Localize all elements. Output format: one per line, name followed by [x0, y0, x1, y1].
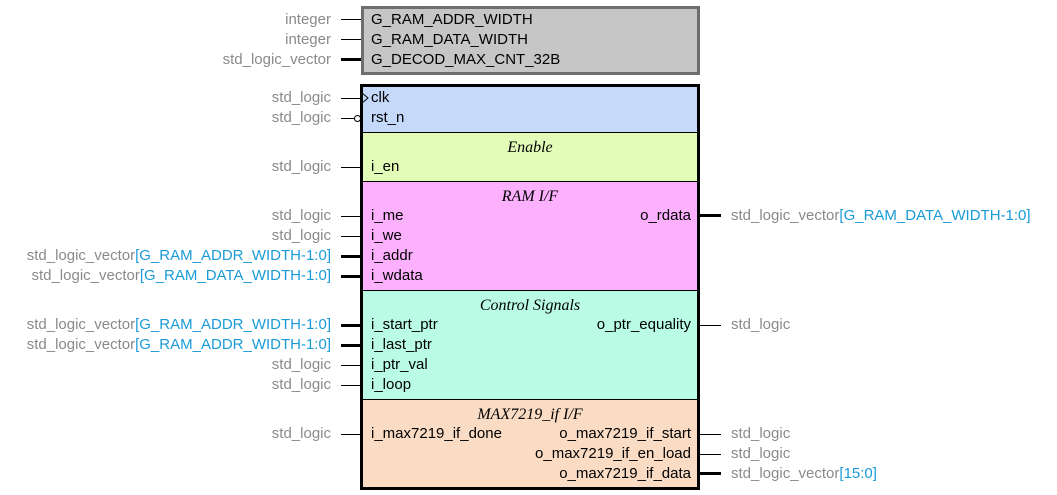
entity-frame — [360, 84, 700, 490]
max-done-port: i_max7219_if_done — [371, 425, 502, 442]
max-group-title: MAX7219_if I/F — [477, 406, 583, 423]
generic-line-0 — [341, 19, 361, 20]
ptr-val-type: std_logic — [271, 356, 331, 373]
addr-port: i_addr — [371, 247, 413, 264]
clk-port: clk — [371, 89, 390, 106]
ptr-val-port: i_ptr_val — [371, 356, 428, 373]
en-line — [341, 167, 361, 168]
last-ptr-type: std_logic_vector[G_RAM_ADDR_WIDTH-1:0] — [26, 336, 331, 353]
ram-section — [362, 181, 698, 291]
rdata-line — [700, 214, 721, 217]
active-low-bubble-icon — [354, 115, 361, 122]
we-type: std_logic — [271, 227, 331, 244]
generic-name-1: G_RAM_DATA_WIDTH — [371, 31, 528, 48]
max-start-port: o_max7219_if_start — [559, 425, 691, 442]
me-port: i_me — [371, 207, 404, 224]
max-data-type: std_logic_vector[15:0] — [731, 465, 877, 482]
max-section — [362, 399, 698, 487]
max-data-line — [700, 472, 721, 475]
control-section — [362, 290, 698, 400]
en-port: i_en — [371, 158, 400, 175]
last-ptr-line — [341, 344, 361, 347]
addr-line — [341, 255, 361, 258]
max-done-line — [341, 434, 361, 435]
rst-line — [341, 118, 355, 119]
rdata-type: std_logic_vector[G_RAM_DATA_WIDTH-1:0] — [731, 207, 1031, 224]
ptr-equality-type: std_logic — [731, 316, 791, 333]
max-start-type: std_logic — [731, 425, 791, 442]
max-en-load-type: std_logic — [731, 445, 791, 462]
ram-group-title: RAM I/F — [501, 188, 559, 205]
loop-type: std_logic — [271, 376, 331, 393]
clock-edge-icon — [362, 93, 369, 104]
wdata-line — [341, 275, 361, 278]
loop-port: i_loop — [371, 376, 412, 393]
start-ptr-port: i_start_ptr — [371, 316, 438, 333]
generic-line-1 — [341, 39, 361, 40]
we-port: i_we — [371, 227, 402, 244]
ptr-equality-port: o_ptr_equality — [596, 316, 691, 333]
generic-line-2 — [341, 58, 361, 61]
generic-name-2: G_DECOD_MAX_CNT_32B — [371, 51, 561, 68]
we-line — [341, 236, 361, 237]
max-en-load-line — [700, 454, 721, 455]
me-line — [341, 216, 361, 217]
control-group-title: Control Signals — [479, 297, 581, 314]
clock-section — [362, 87, 698, 133]
generic-name-0: G_RAM_ADDR_WIDTH — [371, 11, 533, 28]
rst-type: std_logic — [271, 109, 331, 126]
clk-line — [341, 98, 361, 99]
ptr-equality-line — [700, 325, 721, 326]
en-type: std_logic — [271, 158, 331, 175]
rdata-port: o_rdata — [640, 207, 691, 224]
rst-port: rst_n — [371, 109, 405, 126]
start-ptr-line — [341, 324, 361, 327]
ptr-val-line — [341, 365, 361, 366]
wdata-port: i_wdata — [371, 267, 423, 284]
generics-box — [361, 6, 700, 75]
loop-line — [341, 385, 361, 386]
max-en-load-port: o_max7219_if_en_load — [535, 445, 691, 462]
me-type: std_logic — [271, 207, 331, 224]
clk-type: std_logic — [271, 89, 331, 106]
generic-type-1: integer — [285, 31, 331, 48]
generic-type-2: std_logic_vector — [222, 51, 331, 68]
enable-group-title: Enable — [507, 139, 553, 156]
max-done-type: std_logic — [271, 425, 331, 442]
last-ptr-port: i_last_ptr — [371, 336, 432, 353]
enable-section — [362, 132, 698, 182]
max-start-line — [700, 434, 721, 435]
addr-type: std_logic_vector[G_RAM_ADDR_WIDTH-1:0] — [26, 247, 331, 264]
generic-type-0: integer — [285, 11, 331, 28]
max-data-port: o_max7219_if_data — [559, 465, 691, 482]
wdata-type: std_logic_vector[G_RAM_DATA_WIDTH-1:0] — [31, 267, 331, 284]
start-ptr-type: std_logic_vector[G_RAM_ADDR_WIDTH-1:0] — [26, 316, 331, 333]
